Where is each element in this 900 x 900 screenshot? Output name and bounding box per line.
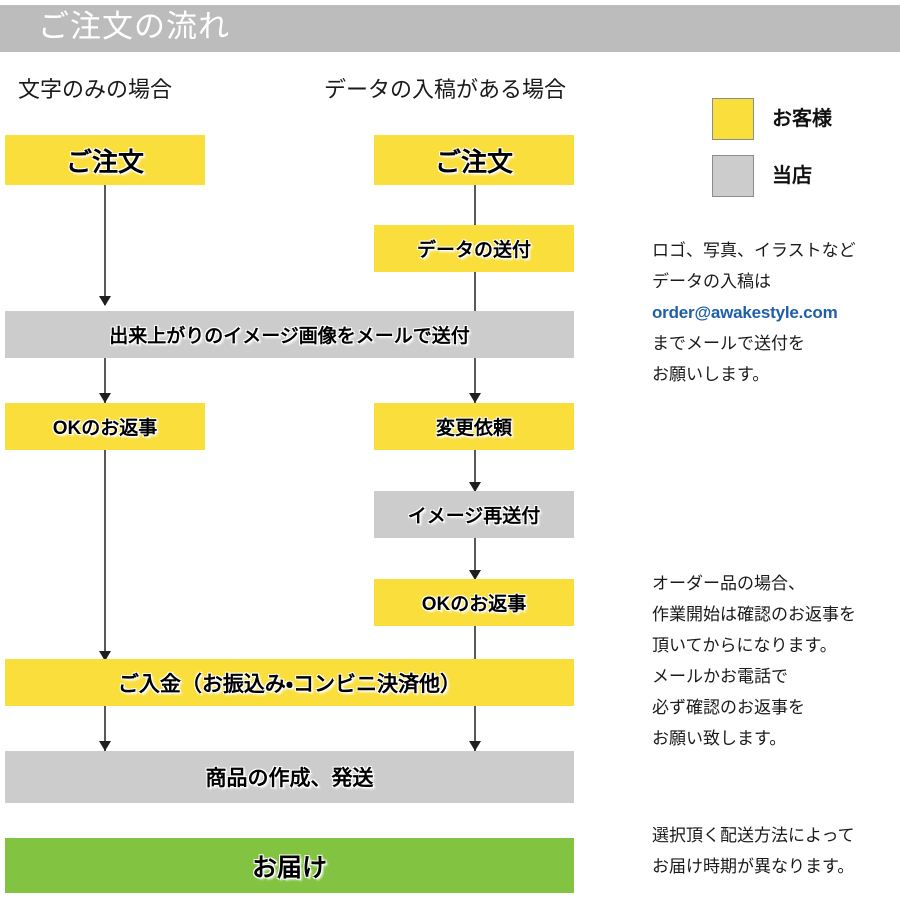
note-order-confirmation-line-1: オーダー品の場合、 [652,574,805,593]
arrowhead-right-imageresend-to-okreply [469,570,481,580]
note-shipping-line-1: 選択頂く配送方法によって [652,826,855,845]
flow-node-ok-reply-right: OKのお返事 [374,579,574,626]
note-data-submission-line-5: お願いします。 [652,365,770,384]
arrowhead-right-payment-to-makeship [469,741,481,751]
column-heading-text-only: 文字のみの場合 [18,77,173,102]
flow-node-data-send: データの送付 [374,225,574,272]
arrowhead-left-okreply-to-payment [99,651,111,661]
connector-right-datasend-to-imagemail [474,272,476,312]
page-title: ご注文の流れ [38,9,230,44]
flow-node-change-request: 変更依頼 [374,403,574,450]
note-data-submission: ロゴ、写真、イラストなど データの入稿は order@awakestyle.co… [652,235,856,390]
note-shipping: 選択頂く配送方法によって お届け時期が異なります。 [652,820,855,882]
note-shipping-line-2: お届け時期が異なります。 [652,857,855,876]
flow-node-delivery: お届け [5,838,574,893]
connector-right-imagemail-to-changerequest [474,358,476,403]
note-order-confirmation-line-5: 必ず確認のお返事を [652,698,805,717]
flow-node-ok-reply-left: OKのお返事 [5,403,205,450]
note-order-confirmation-line-3: 頂いてからになります。 [652,636,837,655]
connector-left-order-to-imagemail [104,185,106,305]
flow-node-image-resend: イメージ再送付 [374,491,574,538]
connector-left-imagemail-to-okreply [104,358,106,403]
connector-right-order-to-datasend [474,185,476,225]
legend-swatch-customer [712,98,754,140]
arrowhead-left-payment-to-makeship [99,741,111,751]
column-heading-with-data: データの入稿がある場合 [324,77,567,102]
note-order-confirmation-line-4: メールかお電話で [652,667,788,686]
note-data-submission-line-4: までメールで送付を [652,334,805,353]
legend-label-customer: お客様 [772,108,832,130]
connector-left-payment-to-makeship [104,706,106,751]
note-order-confirmation-line-6: お願い致します。 [652,729,787,748]
note-data-submission-line-1: ロゴ、写真、イラストなど [652,241,856,260]
arrowhead-right-changerequest-to-imageresend [469,482,481,492]
note-order-confirmation-line-2: 作業開始は確認のお返事を [652,605,856,624]
legend-label-shop: 当店 [772,165,812,187]
legend-swatch-shop [712,155,754,197]
flow-node-payment: ご入金（お振込み・コンビニ決済他） [5,659,574,706]
note-order-confirmation: オーダー品の場合、 作業開始は確認のお返事を 頂いてからになります。 メールかお… [652,568,856,754]
connector-right-payment-to-makeship [474,706,476,751]
connector-right-okreply-to-payment [474,626,476,664]
connector-right-imageresend-to-okreply [474,538,476,580]
flow-node-make-ship: 商品の作成、発送 [5,751,574,803]
arrowhead-left-imagemail-to-okreply [99,393,111,403]
connector-left-okreply-to-payment [104,450,106,660]
flow-node-order-right: ご注文 [374,135,574,185]
arrowhead-left-order-to-imagemail [99,296,111,306]
flow-node-order-left: ご注文 [5,135,205,185]
connector-right-changerequest-to-imageresend [474,450,476,492]
arrowhead-right-imagemail-to-changerequest [469,393,481,403]
page-header-bar [0,5,900,52]
note-data-submission-line-2: データの入稿は [652,272,771,291]
contact-email-link[interactable]: order@awakestyle.com [652,303,838,322]
flow-node-image-mail: 出来上がりのイメージ画像をメールで送付 [5,311,574,358]
